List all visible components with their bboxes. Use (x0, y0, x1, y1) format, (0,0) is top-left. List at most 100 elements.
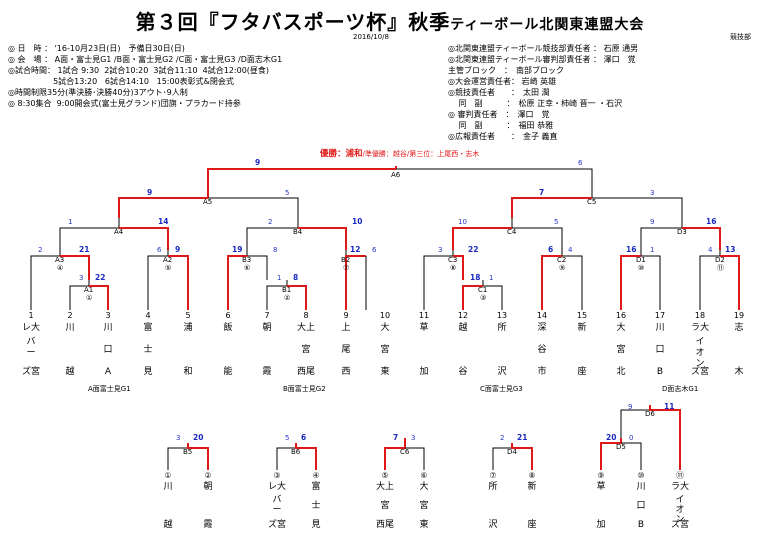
runners-up-text: /準優勝：越谷/第三位：上尾西・志木 (363, 149, 480, 158)
team-name-top: ラ大 (691, 321, 709, 333)
team-name-top: 上 (341, 322, 350, 333)
match-label: B6 (291, 448, 301, 456)
score: 20 (193, 433, 203, 442)
team-name-bottom: 座 (577, 365, 586, 377)
team-name-mid: 尾 (341, 344, 350, 355)
score: 6 (157, 246, 162, 254)
team-number: 12 (458, 311, 468, 320)
score: 3 (411, 434, 415, 442)
cons-team-bottom: 越 (163, 518, 172, 530)
score: 1 (277, 274, 281, 282)
team-name-bottom: ズ宮 (691, 365, 709, 377)
score: 1 (650, 246, 654, 254)
match-labels: A6 A5 C5 A4 B4 C4 D3 A3 A2 B3 B2 C3 C2 D… (55, 171, 725, 456)
cons-team-top: 所 (488, 481, 497, 492)
team-name-mid: 宮 (380, 343, 389, 355)
cons-team-top: 大上 (376, 480, 394, 492)
scores: 9 6 9 5 7 3 1 14 2 10 10 5 9 16 2 21 6 9… (38, 158, 735, 442)
score: 6 (372, 246, 377, 254)
info-line: ◎ 審判責任者 ： 澤口 覚 (448, 110, 550, 119)
order-mark: ④ (57, 264, 63, 272)
team-number: 18 (695, 311, 705, 320)
order-mark: ⑦ (343, 264, 349, 272)
team-name-top: 新 (577, 321, 586, 333)
score: 21 (79, 245, 89, 254)
cons-team-top: ラ大 (671, 480, 689, 492)
order-mark: ⑪ (717, 264, 724, 272)
order-mark: ⑩ (638, 264, 644, 272)
team-number: 6 (225, 311, 230, 320)
team-name-mid: オ (695, 347, 704, 358)
score: 2 (38, 246, 42, 254)
score: 9 (175, 245, 180, 254)
match-label: B2 (341, 256, 350, 264)
match-label: C4 (507, 228, 517, 236)
cons-team-top: 大 (419, 480, 428, 492)
team-number: 4 (145, 311, 150, 320)
score: 8 (293, 273, 298, 282)
cons-team-bottom: 東 (419, 518, 428, 530)
bracket-lines (30, 166, 740, 470)
score: 3 (176, 434, 180, 442)
cons-team-mid: 宮 (419, 499, 428, 511)
venue-label: D面志木G1 (662, 384, 698, 393)
venue-labels: A面富士見G1 B面富士見G2 C面富士見G3 D面志木G1 (88, 384, 698, 393)
info-line: 同 副 ： 松原 正幸・柿崎 晋一 ・石沢 (448, 99, 623, 108)
team-number: 15 (577, 311, 587, 320)
team-number: 2 (67, 311, 72, 320)
team-name-mid: ー (26, 348, 35, 358)
score: 5 (554, 218, 558, 226)
date-text: 2016/10/8 (353, 33, 389, 41)
team-name-bottom: 谷 (458, 366, 467, 377)
cons-team-top: 新 (527, 480, 536, 492)
team-number: 13 (497, 311, 507, 320)
score: 2 (268, 218, 272, 226)
match-label: A6 (391, 171, 401, 179)
team-name-mid: 宮 (616, 343, 625, 355)
cons-team-bottom: 座 (527, 518, 536, 530)
match-label: D1 (636, 256, 646, 264)
info-line: ◎ 8:30集合 9:00開会式(富士見グランド)団旗・プラカード持参 (8, 99, 241, 108)
match-label: B5 (183, 448, 192, 456)
team-name-bottom: 西尾 (297, 366, 315, 377)
cons-order-mark: ⑪ (676, 471, 684, 480)
cons-order-mark: ② (204, 471, 211, 480)
score: 8 (273, 246, 277, 254)
team-name-top: 志 (734, 321, 743, 333)
cons-order-mark: ① (164, 471, 171, 480)
team-name-mid: 宮 (301, 343, 310, 355)
cons-team-top: 川 (636, 482, 645, 492)
cons-team-mid: 宮 (380, 499, 389, 511)
team-number: 10 (380, 311, 390, 320)
order-mark: ⑤ (165, 264, 171, 272)
score: 11 (664, 402, 674, 411)
cons-order-mark: ⑧ (528, 471, 535, 480)
match-label: A2 (163, 256, 172, 264)
team-name-bottom: 越 (65, 365, 74, 377)
team-name-top: 大上 (297, 321, 315, 333)
cons-team-bottom: 加 (596, 519, 605, 530)
team-name-bottom: B (657, 367, 663, 377)
score: 20 (606, 433, 616, 442)
score: 6 (548, 245, 553, 254)
team-name-top: 大 (616, 321, 625, 333)
team-name-bottom: ズ宮 (22, 365, 40, 377)
score: 9 (628, 403, 632, 411)
match-label: D3 (677, 228, 687, 236)
venue-label: C面富士見G3 (480, 384, 523, 393)
match-label: D5 (616, 443, 626, 451)
score: 9 (147, 188, 152, 197)
score: 9 (650, 218, 654, 226)
team-number: 17 (655, 311, 665, 320)
title-sub: ティーボール北関東連盟大会 (450, 17, 645, 33)
score: 14 (158, 217, 168, 226)
cons-team-mid: ー (272, 505, 281, 515)
score: 9 (255, 158, 260, 167)
team-name-top: 浦 (183, 321, 192, 333)
team-name-top: 富 (143, 321, 152, 333)
team-name-mid: バ (26, 336, 35, 347)
score: 16 (626, 245, 636, 254)
score: 4 (568, 246, 573, 254)
cons-team-bottom: 霞 (203, 519, 212, 530)
